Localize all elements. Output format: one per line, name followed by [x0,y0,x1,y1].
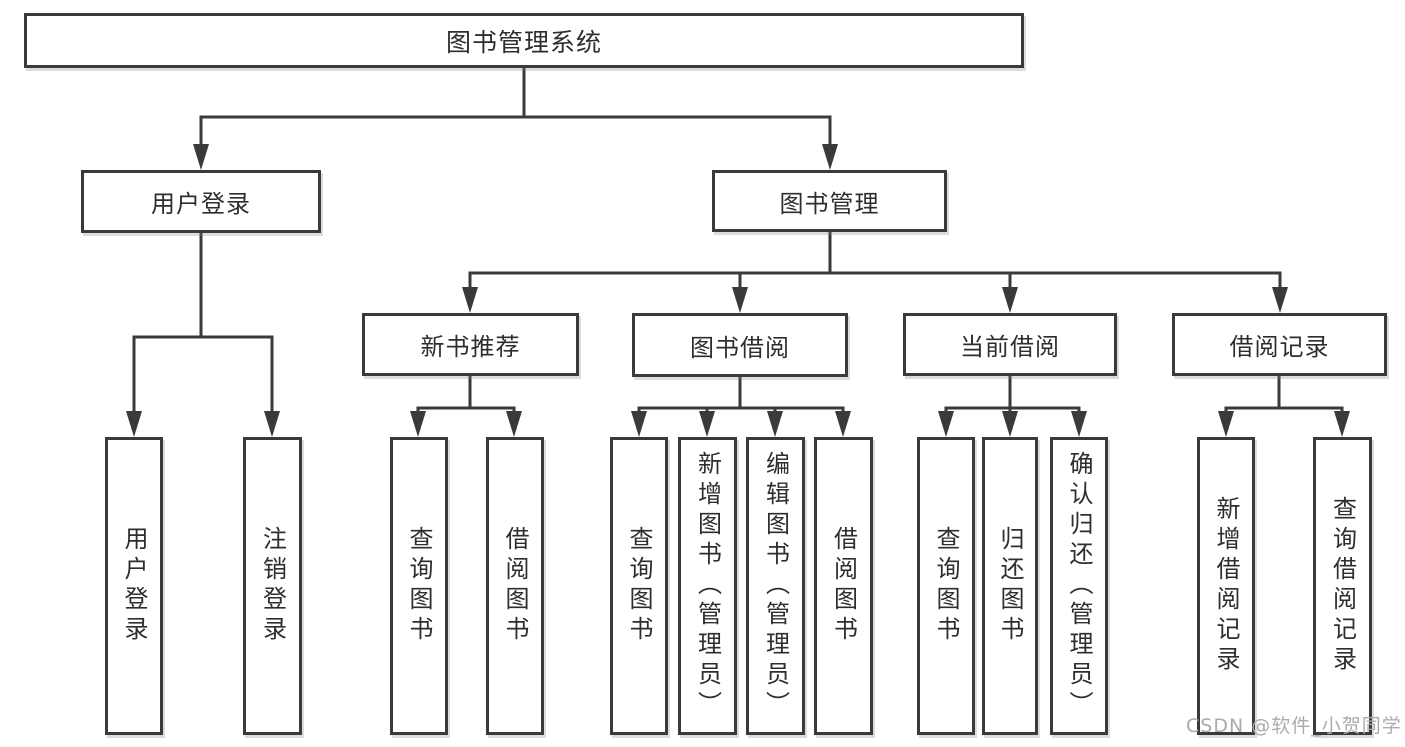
leaf-label: 编辑图书（管理员） [761,451,790,721]
node-label: 借阅记录 [1229,333,1330,361]
node-label: 图书管理 [779,189,880,218]
leaf-user-login: 用户登录 [105,437,163,735]
leaf-label: 新增借阅记录 [1212,496,1240,676]
leaf-label: 查询图书 [405,526,433,646]
leaf-label: 归还图书 [996,526,1024,646]
node-current-borrow: 当前借阅 [903,313,1117,376]
node-book-management: 图书管理 [712,170,947,232]
node-label: 图书借阅 [690,333,790,362]
leaf-logout: 注销登录 [243,437,302,735]
node-label: 新书推荐 [420,333,521,361]
arrowheads [126,144,1350,437]
leaf-borrow-books: 借阅图书 [486,437,544,735]
leaf-return-books: 归还图书 [982,437,1038,735]
leaf-label: 借阅图书 [829,526,858,646]
node-new-book-recommend: 新书推荐 [362,313,579,376]
node-root-system: 图书管理系统 [24,13,1024,68]
leaf-label: 注销登录 [258,526,287,646]
node-label: 图书管理系统 [445,27,602,57]
leaf-borrow-books: 借阅图书 [814,437,873,735]
leaf-label: 用户登录 [120,526,148,646]
csdn-watermark: CSDN @软件_小贺同学 [1186,715,1402,737]
leaf-label: 查询借阅记录 [1328,496,1357,676]
node-borrow-records: 借阅记录 [1172,313,1387,376]
leaf-label: 新增图书（管理员） [693,451,722,721]
leaf-edit-books-admin: 编辑图书（管理员） [746,437,805,735]
leaf-query-borrow-record: 查询借阅记录 [1313,437,1372,735]
leaf-add-borrow-record: 新增借阅记录 [1197,437,1255,735]
node-label: 用户登录 [151,190,251,218]
leaf-label: 借阅图书 [501,526,529,646]
node-user-login: 用户登录 [81,170,321,233]
leaf-query-books: 查询图书 [390,437,448,735]
leaf-query-books: 查询图书 [917,437,975,735]
leaf-confirm-return-admin: 确认归还（管理员） [1050,437,1108,735]
node-label: 当前借阅 [960,333,1060,361]
leaf-label: 查询图书 [625,526,653,646]
leaf-label: 确认归还（管理员） [1065,451,1093,721]
leaf-query-books: 查询图书 [610,437,668,735]
node-book-borrow: 图书借阅 [632,313,848,377]
leaf-add-books-admin: 新增图书（管理员） [678,437,737,735]
leaf-label: 查询图书 [932,526,960,646]
